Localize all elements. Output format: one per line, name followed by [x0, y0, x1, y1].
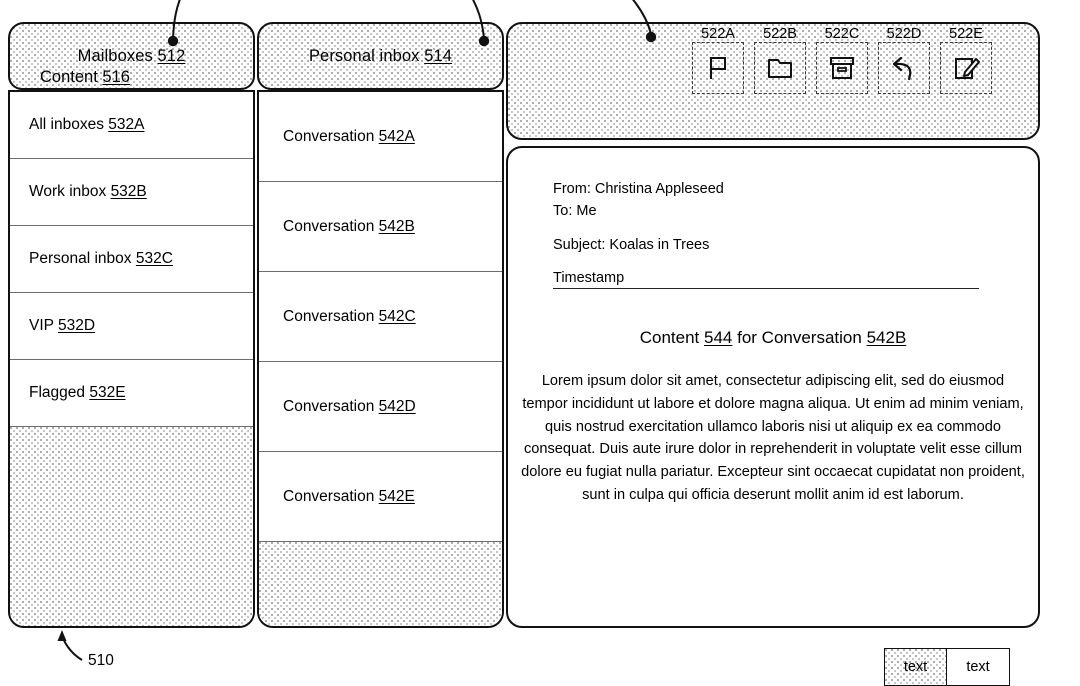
mailbox-item-ref: 532D	[58, 317, 96, 334]
message-subject: Subject: Koalas in Trees	[553, 236, 710, 253]
inbox-pane-header: Personal inbox 514	[257, 22, 504, 90]
archive-button-ref: 522C	[824, 26, 860, 42]
message-content-title: Content 544 for Conversation 542B	[639, 328, 907, 347]
conversation-item-ref: 542C	[378, 307, 416, 325]
message-timestamp: Timestamp	[553, 270, 625, 287]
move-to-folder-button[interactable]: 522B	[754, 26, 806, 94]
mailbox-item-ref: 532B	[110, 183, 147, 200]
message-from: From: Christina Appleseed	[553, 181, 724, 197]
inbox-header-ref: 514	[424, 46, 453, 65]
legend-shaded-box: text	[884, 648, 947, 686]
mailbox-item-label: All inboxes 532A	[29, 116, 145, 133]
sidebar-item-flagged[interactable]: Flagged 532E	[10, 360, 253, 427]
mailboxes-list[interactable]: All inboxes 532A Work inbox 532B Persona…	[8, 90, 255, 628]
content-header-label: Content 516	[40, 68, 130, 86]
compose-button[interactable]: 522E	[940, 26, 992, 94]
message-to: To: Me	[553, 203, 597, 220]
conversation-item-label: Conversation 542A	[283, 127, 415, 145]
conversation-item-ref: 542E	[378, 487, 415, 505]
mailboxes-empty-area	[10, 427, 253, 626]
compose-button-ref: 522E	[949, 26, 983, 42]
sidebar-item-personal-inbox[interactable]: Personal inbox 532C	[10, 226, 253, 293]
mailboxes-pane-header: Mailboxes 512	[8, 22, 255, 90]
content-pane-header	[506, 22, 1040, 140]
mailbox-item-label: VIP 532D	[29, 317, 96, 334]
list-item-conversation-c[interactable]: Conversation 542C	[259, 272, 502, 362]
inbox-header-label: Personal inbox 514	[308, 46, 453, 65]
message-detail-panel	[506, 146, 1040, 628]
folder-button-ref: 522B	[763, 26, 797, 42]
legend-plain-box: text	[947, 648, 1010, 686]
conversation-item-ref: 542B	[378, 217, 415, 235]
sidebar-item-work-inbox[interactable]: Work inbox 532B	[10, 159, 253, 226]
conversation-list[interactable]: Conversation 542A Conversation 542B Conv…	[257, 90, 504, 628]
conversation-list-empty-area	[259, 542, 502, 626]
archive-icon	[827, 53, 857, 83]
reply-button[interactable]: 522D	[878, 26, 930, 94]
mailbox-item-ref: 532C	[135, 250, 173, 267]
content-body-ref: 544	[704, 328, 733, 347]
mailboxes-header-label: Mailboxes 512	[77, 46, 186, 65]
content-toolbar: 522A 522B 522C	[692, 26, 992, 94]
sidebar-item-vip[interactable]: VIP 532D	[10, 293, 253, 360]
content-header-ref: 516	[102, 68, 130, 86]
conversation-item-label: Conversation 542C	[283, 307, 416, 325]
list-item-conversation-b[interactable]: Conversation 542B	[259, 182, 502, 272]
message-header-divider	[553, 288, 979, 289]
reply-button-ref: 522D	[886, 26, 922, 42]
conversation-item-label: Conversation 542D	[283, 397, 416, 415]
flag-button[interactable]: 522A	[692, 26, 744, 94]
conversation-item-label: Conversation 542B	[283, 217, 415, 235]
mailbox-item-label: Personal inbox 532C	[29, 250, 173, 267]
mailbox-item-ref: 532E	[89, 384, 126, 401]
legend-plain-label: text	[966, 659, 990, 675]
mailbox-item-label: Work inbox 532B	[29, 183, 147, 200]
list-item-conversation-d[interactable]: Conversation 542D	[259, 362, 502, 452]
reply-icon	[889, 53, 919, 83]
mailbox-item-ref: 532A	[108, 116, 145, 133]
message-body-text: Lorem ipsum dolor sit amet, consectetur …	[521, 373, 1025, 503]
folder-icon	[765, 53, 795, 83]
list-item-conversation-e[interactable]: Conversation 542E	[259, 452, 502, 542]
device-ref-label: 510	[88, 652, 114, 669]
conversation-item-ref: 542A	[378, 127, 415, 145]
mailboxes-header-ref: 512	[157, 46, 186, 65]
conversation-item-label: Conversation 542E	[283, 487, 415, 505]
list-item-conversation-a[interactable]: Conversation 542A	[259, 92, 502, 182]
flag-icon	[703, 53, 733, 83]
shading-legend: text text	[884, 648, 1010, 686]
conversation-item-ref: 542D	[378, 397, 416, 415]
content-conversation-ref: 542B	[866, 328, 907, 347]
sidebar-item-all-inboxes[interactable]: All inboxes 532A	[10, 92, 253, 159]
archive-button[interactable]: 522C	[816, 26, 868, 94]
mailbox-item-label: Flagged 532E	[29, 384, 126, 401]
message-headers: From: Christina Appleseed To: Me Subject…	[553, 178, 985, 290]
compose-icon	[951, 53, 981, 83]
flag-button-ref: 522A	[701, 26, 735, 42]
legend-shaded-label: text	[903, 659, 928, 675]
